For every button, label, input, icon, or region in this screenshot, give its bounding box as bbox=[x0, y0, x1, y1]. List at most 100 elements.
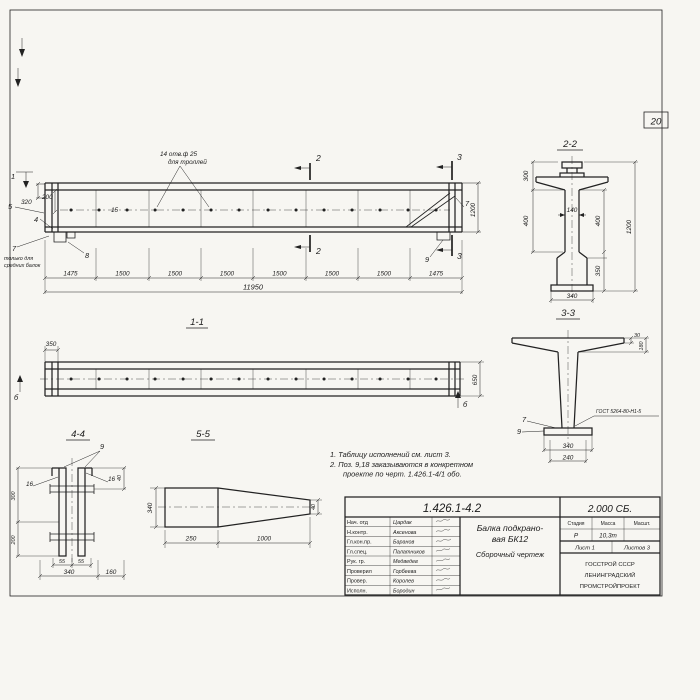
dim-16-left-label: 16 bbox=[26, 481, 34, 488]
dim-lines bbox=[45, 277, 462, 293]
scale-header: Масшт. bbox=[634, 521, 651, 527]
pos-7-right-label: 7 bbox=[465, 199, 470, 208]
cut-label-3-top: 3 bbox=[457, 152, 462, 162]
dim-arrow-icon bbox=[560, 213, 565, 217]
role-label: Рук. гр. bbox=[347, 559, 365, 565]
dim-lines bbox=[544, 338, 647, 462]
pos-9-label: 9 bbox=[517, 427, 521, 436]
view-title: 4-4 bbox=[71, 429, 85, 440]
hole-callout-line2: для троллей bbox=[168, 158, 207, 166]
dim-lines bbox=[532, 162, 636, 301]
pos-7-right-leader bbox=[455, 197, 465, 208]
drawing-title-line3: Сборочный чертеж bbox=[476, 550, 545, 559]
pos-9-leaders bbox=[63, 450, 101, 468]
dim-seg-label: 1500 bbox=[325, 271, 340, 278]
pos-7-note-line2: средних балок bbox=[4, 263, 41, 269]
extension-lines bbox=[531, 161, 638, 303]
dim-seg-label: 1475 bbox=[429, 271, 444, 278]
drawing-title-line1: Балка подкрано- bbox=[477, 523, 544, 533]
pos-5-label: 5 bbox=[8, 202, 13, 211]
pos-7-label: 7 bbox=[522, 415, 527, 424]
dim-seg-label: 1500 bbox=[377, 271, 392, 278]
page-number: 20 bbox=[650, 117, 662, 128]
beam-outline bbox=[44, 182, 463, 233]
fold-arrow-icon bbox=[19, 49, 25, 57]
dim-1200-label: 1200 bbox=[470, 202, 477, 217]
extension-lines bbox=[44, 346, 484, 397]
dim-300-label: 300 bbox=[523, 170, 530, 181]
pos-9-leader bbox=[521, 430, 545, 433]
sheet-count: Листов 3 bbox=[623, 546, 651, 552]
view-arrow-icon bbox=[455, 391, 461, 398]
notes-block: 1. Таблицу исполнений см. лист 3. 2. Поз… bbox=[329, 450, 473, 479]
role-label: Исполн. bbox=[347, 588, 367, 594]
dim-350-label: 350 bbox=[595, 265, 602, 276]
cut-arrow-lines bbox=[301, 167, 310, 248]
dim-seg-label: 1500 bbox=[115, 271, 130, 278]
dim-16-left-leader bbox=[32, 476, 59, 487]
pos-7-note-line1: только для bbox=[4, 256, 33, 262]
support-details bbox=[53, 231, 451, 243]
section-title: 2-2 bbox=[562, 139, 578, 150]
note-line-3: проекте по черт. 1.426.1-4/1 обо. bbox=[343, 470, 462, 479]
left-dim-line bbox=[15, 465, 21, 559]
cut-arrow-icon bbox=[294, 166, 301, 170]
dim-200-lines bbox=[52, 188, 58, 215]
cross-section-outline bbox=[511, 337, 625, 436]
dim-55-label: 55 bbox=[59, 559, 66, 565]
view-title: 5-5 bbox=[196, 429, 211, 440]
signature-marks bbox=[435, 518, 452, 591]
pos-4-leader bbox=[39, 218, 54, 230]
title-block: 1.426.1-4.2 2.000 СБ. Нач. отд Цардак Н.… bbox=[344, 496, 661, 596]
callout-leaders bbox=[156, 165, 210, 208]
fold-arrow-icon bbox=[15, 79, 21, 87]
name-label: Горбеева bbox=[393, 569, 416, 575]
stage-header: Стадия bbox=[567, 521, 584, 527]
organization-line2: ЛЕНИНГРАДСКИЙ bbox=[585, 571, 636, 579]
view-5-5: 5-5 340 40 250 1000 bbox=[147, 429, 322, 548]
hole-callout-line1: 14 отв.ф 25 bbox=[160, 151, 198, 158]
dim-340-label: 340 bbox=[567, 293, 578, 300]
drawing-title-line2: вая БК12 bbox=[492, 534, 528, 544]
dim-1200-lines bbox=[462, 180, 481, 235]
title-block-sub-lines bbox=[345, 517, 660, 595]
bottom-dim-extensions bbox=[39, 558, 125, 580]
dim-16-right-leader bbox=[85, 472, 109, 483]
organization-line1: ГОССТРОЙ СССР bbox=[585, 560, 635, 568]
cut-arrow-icon bbox=[23, 181, 29, 188]
dim-ticks bbox=[153, 485, 321, 546]
dim-ticks bbox=[541, 335, 649, 464]
stage-value: Р bbox=[574, 533, 579, 540]
document-number: 1.426.1-4.2 bbox=[423, 503, 482, 515]
pos-4-label: 4 bbox=[34, 215, 38, 224]
cut-line-1 bbox=[16, 171, 33, 181]
note-line-1: 1. Таблицу исполнений см. лист 3. bbox=[330, 450, 451, 459]
pos-9-label: 9 bbox=[425, 255, 429, 264]
dim-300-label: 300 bbox=[11, 492, 17, 501]
cut-arrow-icon bbox=[294, 245, 301, 249]
section-title: 3-3 bbox=[561, 308, 576, 319]
dim-seg-label: 1500 bbox=[272, 271, 287, 278]
mass-value: 10,3т bbox=[599, 533, 617, 540]
dim-40-label: 40 bbox=[117, 475, 123, 481]
pos-5-leader bbox=[14, 206, 45, 214]
cut-label-3-bottom: 3 bbox=[457, 251, 462, 261]
pos-9-label: 9 bbox=[100, 442, 104, 451]
dim-250-label: 250 bbox=[185, 536, 197, 543]
dim-340-label: 340 bbox=[563, 443, 574, 450]
view-marker-label-left: б bbox=[14, 393, 19, 402]
dim-seg-label: 1475 bbox=[63, 271, 78, 278]
cross-section-outline bbox=[535, 161, 609, 292]
dim-320-lines bbox=[35, 181, 45, 201]
role-label: Проверил bbox=[347, 569, 372, 575]
dim-ticks bbox=[42, 347, 483, 399]
pos-8-leader bbox=[67, 241, 85, 254]
cut-arrow-icon bbox=[436, 248, 443, 252]
dim-total-label: 11950 bbox=[243, 283, 264, 292]
cut-arrow-icon bbox=[436, 165, 443, 169]
name-label: Медведев bbox=[393, 559, 418, 565]
dim-ticks bbox=[42, 275, 465, 295]
sheet-number: Лист 1 bbox=[574, 546, 595, 552]
